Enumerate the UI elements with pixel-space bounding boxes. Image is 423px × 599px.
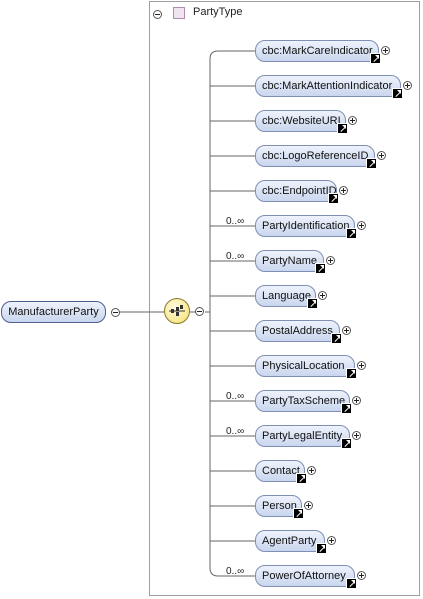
reference-arrow-icon (315, 263, 326, 274)
reference-arrow-icon (346, 228, 357, 239)
expand-icon[interactable] (403, 81, 412, 90)
root-collapse-icon[interactable] (111, 308, 120, 317)
element-cbc-endpoint-id[interactable]: cbc:EndpointID (255, 180, 337, 202)
element-cbc-mark-attention-indicator[interactable]: cbc:MarkAttentionIndicator (255, 75, 401, 97)
element-label: Person (262, 500, 297, 512)
element-label: PhysicalLocation (262, 360, 345, 372)
reference-arrow-icon (328, 193, 339, 204)
expand-icon[interactable] (318, 291, 327, 300)
reference-arrow-icon (370, 53, 381, 64)
reference-arrow-icon (316, 543, 327, 554)
expand-icon[interactable] (307, 466, 316, 475)
element-label: PostalAddress (262, 325, 333, 337)
element-label: PartyLegalEntity (262, 430, 343, 442)
element-label: Contact (262, 465, 300, 477)
expand-icon[interactable] (304, 501, 313, 510)
expand-icon[interactable] (352, 431, 361, 440)
element-agent-party[interactable]: AgentParty (255, 530, 325, 552)
reference-arrow-icon (346, 368, 357, 379)
element-physical-location[interactable]: PhysicalLocation (255, 355, 355, 377)
element-label: PartyTaxScheme (262, 395, 346, 407)
expand-icon[interactable] (357, 221, 366, 230)
element-contact[interactable]: Contact (255, 460, 305, 482)
reference-arrow-icon (366, 158, 377, 169)
element-label: PowerOfAttorney (262, 570, 346, 582)
expand-icon[interactable] (377, 151, 386, 160)
expand-icon[interactable] (342, 326, 351, 335)
expand-icon[interactable] (326, 256, 335, 265)
reference-arrow-icon (293, 508, 304, 519)
sequence-bus-line (209, 50, 219, 577)
element-label: PartyIdentification (262, 220, 350, 232)
element-label: cbc:LogoReferenceID (262, 150, 369, 162)
reference-arrow-icon (341, 438, 352, 449)
party-type-header: PartyType (151, 4, 418, 24)
expand-icon[interactable] (357, 571, 366, 580)
element-power-of-attorney[interactable]: PowerOfAttorney (255, 565, 355, 587)
expand-icon[interactable] (348, 116, 357, 125)
occurrence-label: 0..∞ (226, 566, 245, 577)
element-label: cbc:MarkAttentionIndicator (262, 80, 393, 92)
element-label: Language (262, 290, 311, 302)
occurrence-label: 0..∞ (226, 216, 245, 227)
reference-arrow-icon (392, 88, 403, 99)
reference-arrow-icon (346, 578, 357, 589)
reference-arrow-icon (337, 123, 348, 134)
element-label: cbc:EndpointID (262, 185, 337, 197)
occurrence-label: 0..∞ (226, 251, 245, 262)
element-language[interactable]: Language (255, 285, 316, 307)
reference-arrow-icon (331, 333, 342, 344)
expand-icon[interactable] (357, 361, 366, 370)
element-party-legal-entity[interactable]: PartyLegalEntity (255, 425, 350, 447)
sequence-compositor[interactable] (164, 298, 190, 324)
element-label: cbc:MarkCareIndicator (262, 45, 373, 57)
element-cbc-mark-care-indicator[interactable]: cbc:MarkCareIndicator (255, 40, 379, 62)
sequence-collapse-icon[interactable] (195, 307, 204, 316)
expand-icon[interactable] (352, 396, 361, 405)
root-element[interactable]: ManufacturerParty (1, 301, 106, 323)
reference-arrow-icon (307, 298, 318, 309)
element-party-identification[interactable]: PartyIdentification (255, 215, 355, 237)
expand-icon[interactable] (327, 536, 336, 545)
element-cbc-website-uri[interactable]: cbc:WebsiteURI (255, 110, 346, 132)
complex-type-icon (173, 7, 185, 19)
element-party-name[interactable]: PartyName (255, 250, 324, 272)
element-label: AgentParty (262, 535, 317, 547)
occurrence-label: 0..∞ (226, 426, 245, 437)
type-collapse-icon[interactable] (153, 10, 162, 19)
element-postal-address[interactable]: PostalAddress (255, 320, 340, 342)
element-label: cbc:WebsiteURI (262, 115, 341, 127)
expand-icon[interactable] (339, 186, 348, 195)
element-party-tax-scheme[interactable]: PartyTaxScheme (255, 390, 350, 412)
element-label: PartyName (262, 255, 318, 267)
element-person[interactable]: Person (255, 495, 302, 517)
occurrence-label: 0..∞ (226, 391, 245, 402)
sequence-icon (169, 305, 185, 316)
type-name: PartyType (193, 6, 243, 18)
expand-icon[interactable] (381, 46, 390, 55)
reference-arrow-icon (341, 403, 352, 414)
element-cbc-logo-reference-id[interactable]: cbc:LogoReferenceID (255, 145, 375, 167)
reference-arrow-icon (296, 473, 307, 484)
